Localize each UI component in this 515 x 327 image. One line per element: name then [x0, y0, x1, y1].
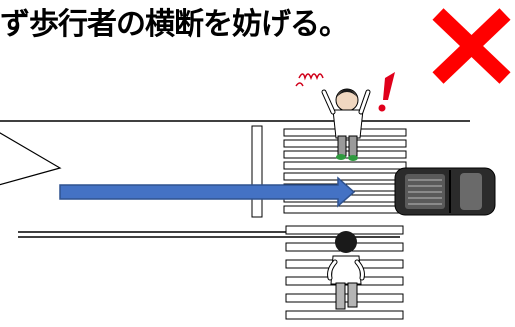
caption-text: ず歩行者の横断を妨げる。: [0, 7, 349, 42]
stop-line: [251, 125, 263, 218]
walking-pedestrian-icon: [327, 231, 365, 310]
vehicle-path-arrow: [59, 176, 356, 208]
red-x-icon: [432, 8, 511, 84]
speech-bubble: [0, 132, 62, 186]
exclamation-icon: [378, 72, 395, 112]
car-top-view-icon: [394, 167, 496, 216]
surprised-pedestrian-icon: [295, 73, 371, 161]
